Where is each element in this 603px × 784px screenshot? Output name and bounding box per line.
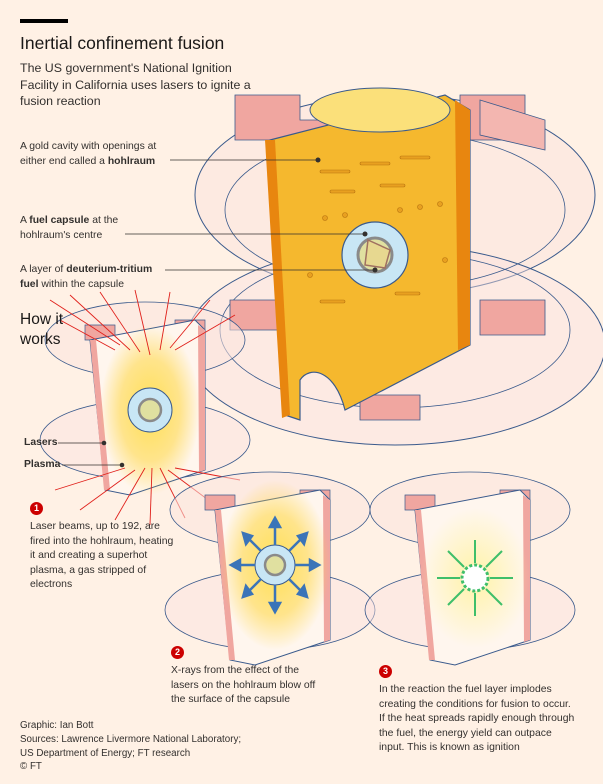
step-3-text: In the reaction the fuel layer implodes … <box>379 684 575 754</box>
step-1-badge: 1 <box>30 502 43 515</box>
callout-hohlraum: A gold cavity with openings at either en… <box>20 141 157 167</box>
credits: Graphic: Ian Bott Sources: Lawrence Live… <box>20 719 320 774</box>
step-1-illustration <box>39 289 251 526</box>
header-rule <box>20 19 68 23</box>
step-2-badge: 2 <box>171 646 184 659</box>
credit-sources-2: US Department of Energy; FT research <box>20 747 191 759</box>
page-subtitle: The US government's National Ignition Fa… <box>20 61 251 108</box>
large-hohlraum <box>125 87 603 446</box>
credit-graphic: Graphic: Ian Bott <box>20 720 94 731</box>
page-title: Inertial confinement fusion <box>20 33 225 53</box>
label-lasers: Lasers <box>24 437 58 448</box>
step-2-illustration <box>164 471 376 666</box>
credit-sources-1: Sources: Lawrence Livermore National Lab… <box>20 733 242 745</box>
credit-copyright: © FT <box>20 761 42 773</box>
callout-fuel-capsule: A fuel capsule at the hohlraum's centre <box>20 215 119 241</box>
step-3-illustration <box>364 471 576 666</box>
step-1-text: Laser beams, up to 192, are fired into t… <box>30 521 174 591</box>
step-2-text: X-rays from the effect of the lasers on … <box>171 665 316 706</box>
label-plasma: Plasma <box>24 459 61 470</box>
step-3-badge: 3 <box>379 665 392 678</box>
callout-dt-fuel: A layer of deuterium-tritium fuel within… <box>20 264 153 290</box>
